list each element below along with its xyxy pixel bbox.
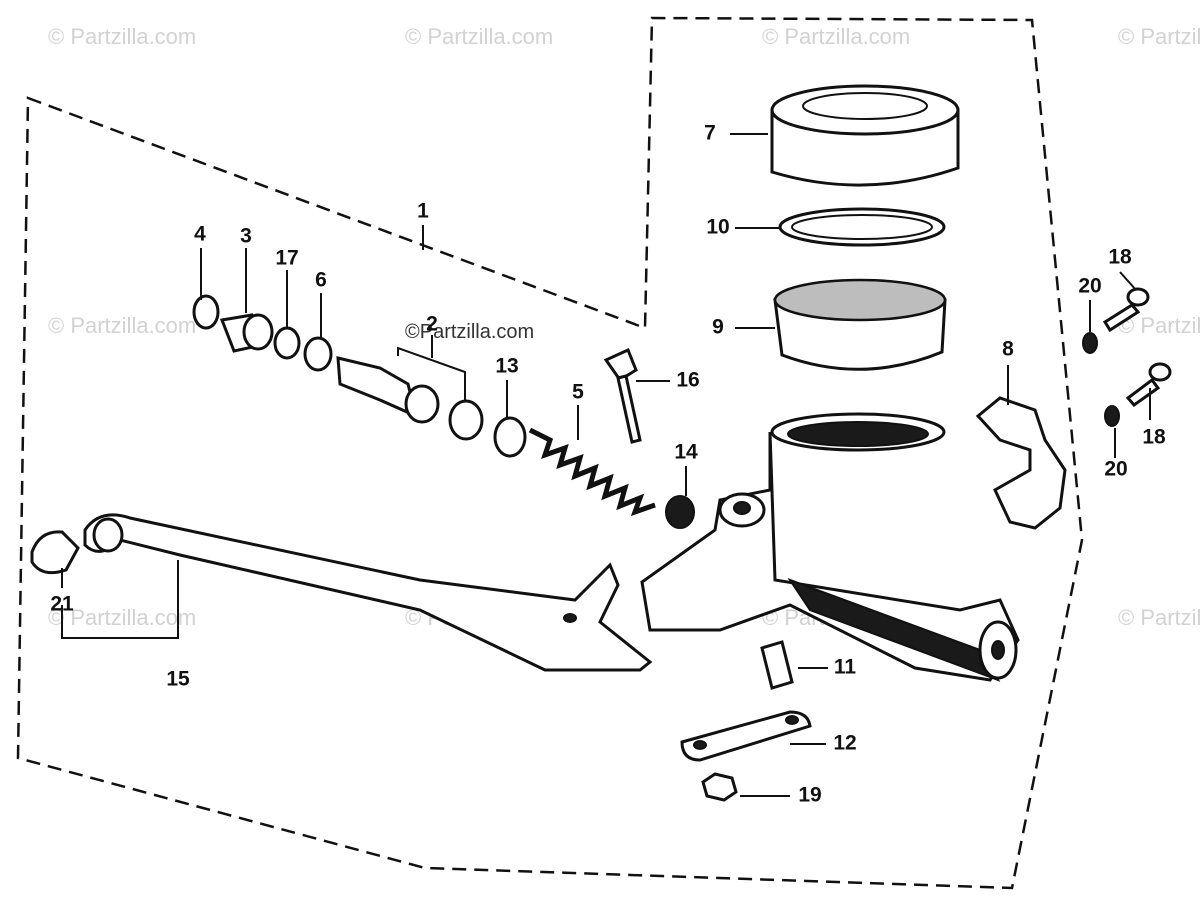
clamp-bolt-part — [1082, 271, 1150, 354]
brake-lever-part — [61, 513, 653, 672]
callout-16: 16 — [676, 369, 699, 392]
callout-12: 12 — [833, 732, 856, 755]
watermark: ©Partzilla.com — [405, 321, 534, 343]
lock-plate-part — [680, 710, 826, 762]
piston-cup-part — [493, 380, 527, 458]
circlip-part — [192, 248, 220, 330]
watermark: © Partzilla.com — [405, 24, 553, 49]
callout-20: 20 — [1078, 275, 1101, 298]
handlebar-clamp-part — [975, 365, 1067, 530]
callout-13: 13 — [495, 355, 518, 378]
clamp-bolt-part — [1104, 362, 1172, 458]
pivot-bolt-part — [603, 347, 670, 444]
bushing-part — [219, 248, 274, 353]
watermark: © Partzilla.com — [48, 313, 196, 338]
diaphragm-part — [735, 278, 947, 371]
callout-3: 3 — [240, 225, 252, 248]
callout-6: 6 — [315, 269, 327, 292]
watermark: © Partzilla.com — [1118, 24, 1200, 49]
nut-part — [701, 772, 790, 802]
callout-9: 9 — [712, 316, 724, 339]
callout-11: 11 — [834, 656, 857, 679]
callout-21: 21 — [50, 593, 74, 616]
washer-part — [273, 270, 301, 360]
watermark: © Partzilla.com — [48, 605, 196, 630]
callout-4: 4 — [194, 223, 206, 246]
reservoir-cap-part — [730, 84, 960, 187]
piston-set-part — [336, 335, 484, 441]
gasket-part — [735, 207, 946, 247]
check-valve-part — [665, 466, 695, 529]
spring-part — [528, 405, 656, 517]
callout-2: 2 — [426, 313, 438, 336]
callout-15: 15 — [166, 668, 190, 691]
callout-5: 5 — [572, 381, 584, 404]
callout-10: 10 — [706, 216, 729, 239]
callout-labels: 1 2 3 4 5 6 7 8 9 10 11 12 13 14 15 16 1… — [50, 122, 1166, 807]
dowel-pin-part — [760, 640, 828, 690]
watermark: © Partzilla.com — [762, 24, 910, 49]
callout-18: 18 — [1108, 246, 1132, 269]
callout-14: 14 — [674, 441, 698, 464]
watermark: © Partzilla.com — [1118, 605, 1200, 630]
callout-17: 17 — [275, 247, 298, 270]
assembly-boundary-dashed — [16, 16, 1084, 890]
watermark: © Partzilla.com — [48, 24, 196, 49]
callout-19: 19 — [798, 784, 821, 807]
callout-8: 8 — [1002, 338, 1014, 361]
callout-20: 20 — [1104, 458, 1127, 481]
master-cylinder-body-part — [640, 412, 1020, 682]
callout-1: 1 — [417, 200, 429, 223]
washer-part — [303, 293, 333, 372]
callout-7: 7 — [704, 122, 716, 145]
callout-18: 18 — [1142, 426, 1166, 449]
lever-tip-part — [30, 530, 80, 588]
